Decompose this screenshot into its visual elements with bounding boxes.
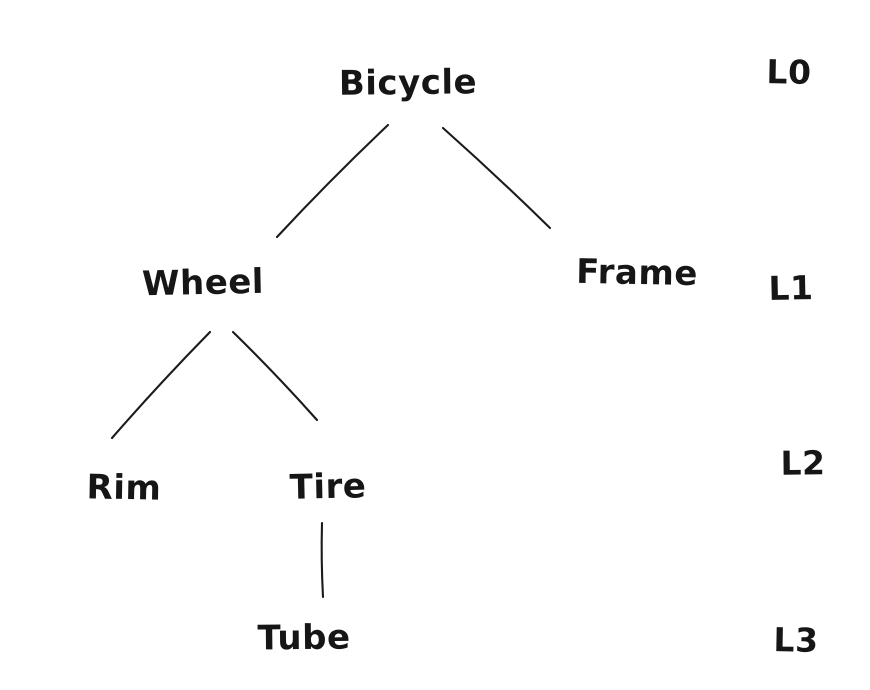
edge-bicycle-wheel <box>275 123 390 239</box>
node-bicycle: Bicycle <box>338 62 478 104</box>
level-label-l1: L1 <box>768 268 814 308</box>
level-label-l2: L2 <box>780 443 826 483</box>
edge-wheel-rim <box>110 330 212 440</box>
node-wheel: Wheel <box>141 261 265 305</box>
edge-tire-tube <box>320 521 325 599</box>
level-label-l0: L0 <box>766 52 812 92</box>
edge-wheel-tire <box>231 330 319 422</box>
node-tire: Tire <box>289 466 367 508</box>
node-tube: Tube <box>257 617 351 659</box>
node-rim: Rim <box>86 467 162 509</box>
node-frame: Frame <box>575 251 699 295</box>
edge-bicycle-frame <box>441 126 552 230</box>
level-label-l3: L3 <box>773 620 819 660</box>
